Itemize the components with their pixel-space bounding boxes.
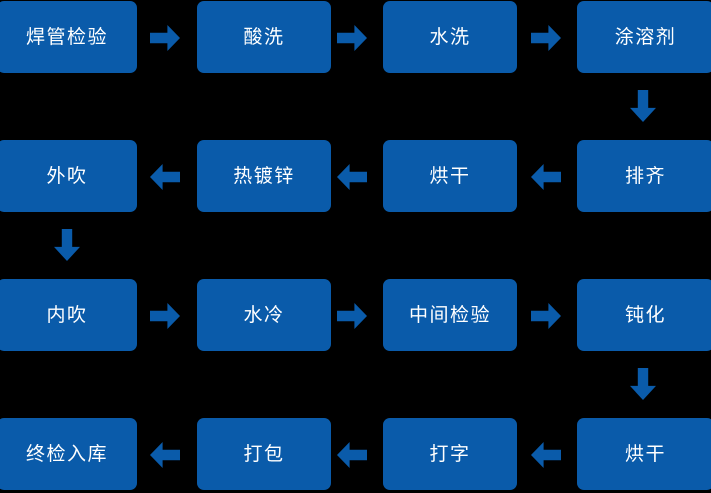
arrow-down-icon — [630, 90, 656, 122]
process-node-n7[interactable]: 热镀锌 — [197, 140, 331, 212]
arrow-left-icon — [337, 164, 367, 190]
arrow-left-icon — [150, 164, 180, 190]
process-node-n9[interactable]: 内吹 — [0, 279, 137, 351]
arrow-right-icon — [150, 25, 180, 51]
arrow-right-icon — [531, 303, 561, 329]
process-node-label: 焊管检验 — [25, 25, 108, 48]
process-node-label: 排齐 — [624, 164, 666, 187]
arrow-left-icon — [531, 164, 561, 190]
process-node-label: 烘干 — [429, 164, 471, 187]
arrow-left-icon — [337, 442, 367, 468]
process-node-n13[interactable]: 烘干 — [577, 418, 711, 490]
process-node-label: 外吹 — [46, 164, 88, 187]
process-node-label: 水冷 — [243, 303, 285, 326]
process-node-n14[interactable]: 打字 — [383, 418, 517, 490]
process-node-n8[interactable]: 外吹 — [0, 140, 137, 212]
process-node-label: 热镀锌 — [233, 164, 295, 187]
arrow-down-icon — [54, 229, 80, 261]
process-node-label: 钝化 — [624, 303, 666, 326]
process-node-n1[interactable]: 焊管检验 — [0, 1, 137, 73]
arrow-left-icon — [531, 442, 561, 468]
process-node-label: 打包 — [243, 442, 285, 465]
process-node-n15[interactable]: 打包 — [197, 418, 331, 490]
arrow-right-icon — [531, 25, 561, 51]
process-node-label: 水洗 — [429, 25, 471, 48]
process-node-n12[interactable]: 钝化 — [577, 279, 711, 351]
process-node-n11[interactable]: 中间检验 — [383, 279, 517, 351]
process-node-label: 烘干 — [624, 442, 666, 465]
process-node-n2[interactable]: 酸洗 — [197, 1, 331, 73]
process-node-label: 中间检验 — [408, 303, 491, 326]
process-node-n3[interactable]: 水洗 — [383, 1, 517, 73]
process-node-n5[interactable]: 排齐 — [577, 140, 711, 212]
process-node-label: 内吹 — [46, 303, 88, 326]
arrow-left-icon — [150, 442, 180, 468]
process-node-n10[interactable]: 水冷 — [197, 279, 331, 351]
arrow-down-icon — [630, 368, 656, 400]
process-node-n16[interactable]: 终检入库 — [0, 418, 137, 490]
arrow-right-icon — [337, 25, 367, 51]
process-node-label: 打字 — [429, 442, 471, 465]
process-node-label: 酸洗 — [243, 25, 285, 48]
arrow-right-icon — [150, 303, 180, 329]
process-node-label: 终检入库 — [25, 442, 108, 465]
process-node-label: 涂溶剂 — [614, 25, 677, 48]
process-node-n4[interactable]: 涂溶剂 — [577, 1, 711, 73]
arrow-right-icon — [337, 303, 367, 329]
process-node-n6[interactable]: 烘干 — [383, 140, 517, 212]
